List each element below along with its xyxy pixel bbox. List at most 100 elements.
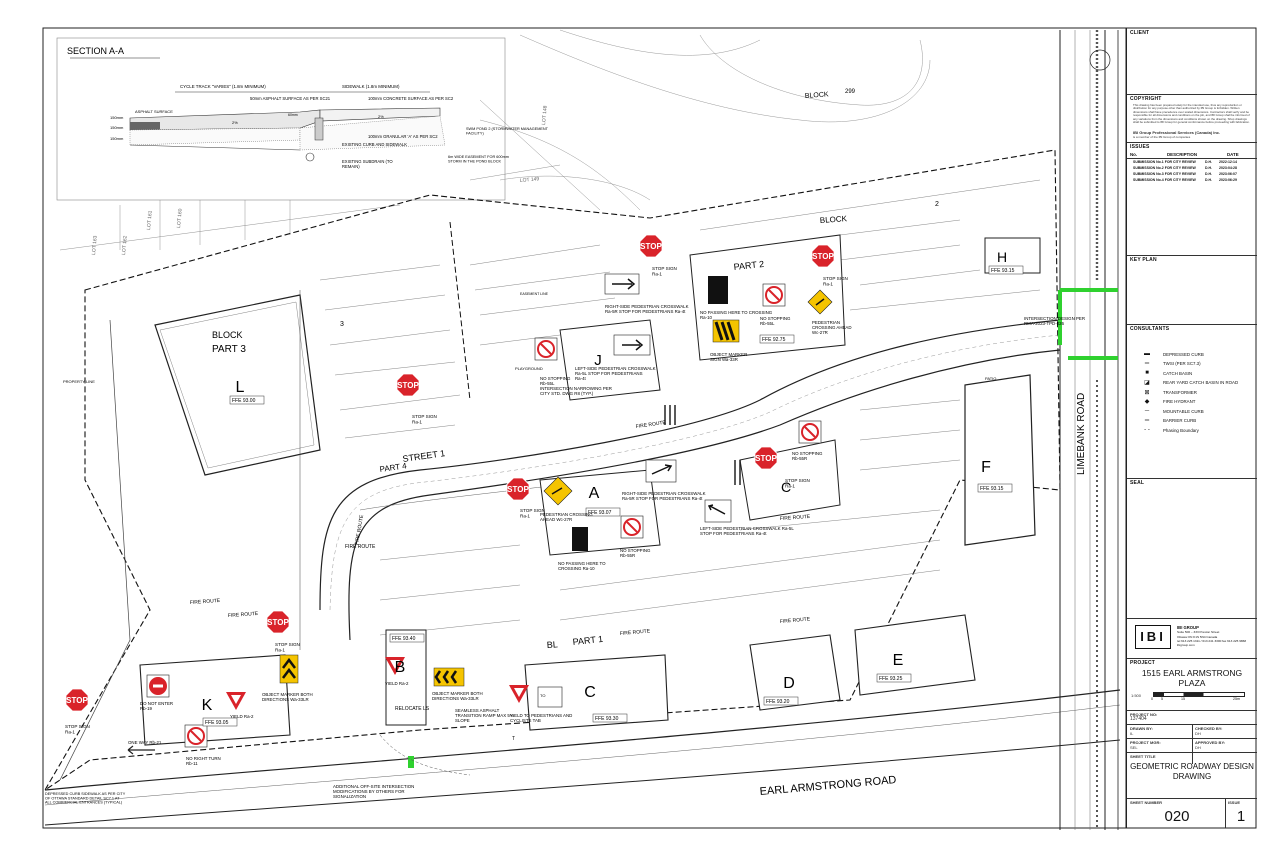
sheet-number: 020 [1164,808,1190,825]
yield-sign-icon [385,657,405,675]
yield-sign-icon [509,685,529,703]
road-earl-armstrong: EARL ARMSTRONG ROAD [759,774,897,798]
stop-sign-text: STOP [755,454,777,463]
sheet-title: GEOMETRIC ROADWAY DESIGN DRAWING [1130,762,1254,781]
issue-cell-desc: SUBMISSION No.4 FOR CITY REVIEW [1133,178,1196,182]
drawn-by-label: DRAWN BY: [1130,726,1153,731]
issue-header-cell: No. [1130,152,1138,157]
misc-label: PROPERTY LINE [63,379,95,384]
legend-label: Phasing Boundary [1163,427,1199,433]
legend-label: FIRE HYDRANT [1163,399,1196,404]
stop-sign-icon: STOP [639,234,663,258]
project-mgr: SEL [1130,745,1138,750]
scale-tick-label: 0 [1151,697,1153,701]
no-stopping-icon [762,283,786,307]
legend-symbol-icon: ═ [1144,417,1150,424]
fire-route-label: FIRE ROUTE [780,514,811,522]
ibi-address-line: Ottawa ON K1S 5N4 Canada [1177,634,1218,639]
scale-tick-label: 5 [1161,697,1163,701]
block-label: BL [546,639,558,650]
issue-header-cell: DESCRIPTION [1167,152,1198,157]
sheet-number-label: SHEET NUMBER [1130,800,1163,805]
ffe-label: FFE 93.15 [980,486,1004,492]
legend-row: ▬DEPRESSED CURB [1137,350,1204,358]
legend-label: REAR YARD CATCH BASIN IN ROAD [1163,380,1239,385]
ffe-label: FFE 93.00 [232,398,256,404]
issue-cell-desc: SUBMISSION No.2 FOR CITY REVIEW [1133,166,1196,170]
sheet-title-label: SHEET TITLE [1130,754,1156,759]
issue-cell-by: D.H. [1205,160,1212,164]
part-label: PART 3 [212,344,246,355]
fire-route-label: FIRE ROUTE [228,611,259,619]
company-line: IBI Group Professional Services (Canada)… [1133,130,1221,135]
fire-route-label: FIRE ROUTE [354,514,365,546]
block-label: BLOCK [212,330,243,340]
legend-row: ─MOUNTABLE CURB [1137,407,1204,415]
stop-sign-icon: STOP [396,373,420,397]
legend-symbol-icon: ▬ [1144,351,1150,357]
ffe-label: FFE 93.15 [991,268,1015,274]
sheet-border [42,27,1257,829]
company-sub: is a member of the IBI Group of companie… [1133,135,1191,139]
issue-cell-desc: SUBMISSION No.3 FOR CITY REVIEW [1133,172,1196,176]
misc-label: 3 [340,321,344,328]
section-label: 60mm [288,113,298,117]
misc-label: PLAYGROUND [515,366,543,371]
issues-label: ISSUES [1130,144,1150,150]
fire-route-label: FIRE ROUTE [635,420,666,430]
fire-route-label: FIRE ROUTE [345,544,376,550]
lot-label: LOT 160 [176,208,184,228]
section-label: 100mm CONCRETE SURFACE AS PER SC2 [368,96,454,101]
client-label: CLIENT [1130,30,1150,36]
no-stopping-icon [798,420,822,444]
block-label: BLOCK [820,214,848,225]
no-stopping-icon [534,337,558,361]
legend-label: MOUNTABLE CURB [1163,408,1204,414]
ffe-label: FFE 93.05 [205,720,229,726]
keyplan-label: KEY PLAN [1130,257,1157,263]
lot-label: LOT 162 [121,235,129,255]
issue-cell-by: D.H. [1205,178,1212,182]
ffe-label: FFE 93.25 [879,676,903,682]
legend-row: ◆FIRE HYDRANT [1137,398,1196,406]
lot-label: LOT 149 [520,176,540,184]
approved-by: DH [1195,745,1201,750]
legend-label: TRANSFORMER [1163,389,1197,395]
road-street-1: STREET 1 [402,448,446,464]
scale-label: 1:500 [1131,693,1142,698]
yield-sign-icon [226,692,246,710]
issue-cell-desc: SUBMISSION No.1 FOR CITY REVIEW [1133,160,1196,164]
checked-by-label: CHECKED BY: [1195,726,1223,731]
misc-label: 299 [845,89,856,95]
building-letter: K [202,697,213,714]
ffe-label: FFE 93.30 [595,716,619,722]
drawn-by: IL [1130,731,1134,736]
seal-label: SEAL [1130,480,1145,486]
no-stopping-icon [620,515,644,539]
issue-cell-date: 2023:04:28 [1219,166,1237,170]
approved-by-label: APPROVED BY: [1195,740,1226,745]
issue-cell-date: 2023:06:07 [1219,172,1237,176]
stop-sign-icon: STOP [754,446,778,470]
section-label: 2% [232,120,238,125]
building-letter: A [589,485,600,502]
scale-bar-graphic [1153,692,1245,697]
misc-label: EASEMENT LINE [520,292,549,296]
issue-number: 1 [1236,808,1246,825]
